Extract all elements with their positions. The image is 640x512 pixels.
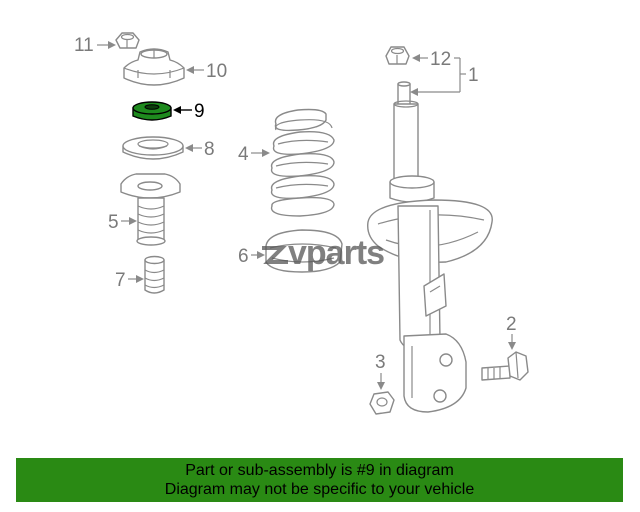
banner-line-1: Part or sub-assembly is #9 in diagram xyxy=(185,462,454,479)
part-4-coil-spring xyxy=(270,108,335,217)
callout-11: 11 xyxy=(74,35,116,56)
svg-text:3: 3 xyxy=(375,352,386,373)
part-3-nut xyxy=(369,391,395,415)
svg-text:5: 5 xyxy=(108,212,119,233)
part-9-bearing-highlighted xyxy=(132,101,172,121)
watermark-logo: vparts xyxy=(262,234,385,272)
svg-text:6: 6 xyxy=(238,246,249,267)
part-7-bumper xyxy=(144,255,165,294)
part-2-bolt xyxy=(481,351,529,381)
part-5-bump-stop xyxy=(120,173,181,246)
svg-text:2: 2 xyxy=(506,314,517,335)
svg-text:11: 11 xyxy=(74,35,94,56)
callout-3: 3 xyxy=(375,352,386,390)
part-1-strut-assembly xyxy=(367,81,493,413)
svg-text:1: 1 xyxy=(468,65,479,86)
callout-12: 12 xyxy=(412,49,451,70)
svg-text:9: 9 xyxy=(194,101,205,122)
callout-5: 5 xyxy=(108,212,137,233)
callout-7: 7 xyxy=(115,270,144,291)
svg-text:10: 10 xyxy=(206,61,227,82)
part-12-strut-nut xyxy=(385,46,410,65)
callout-4: 4 xyxy=(238,144,270,165)
svg-text:8: 8 xyxy=(204,139,215,160)
svg-text:7: 7 xyxy=(115,270,126,291)
part-11-nut xyxy=(115,32,140,49)
part-10-strut-mount xyxy=(123,48,185,86)
callout-2: 2 xyxy=(506,314,517,350)
banner-line-2: Diagram may not be specific to your vehi… xyxy=(164,481,475,498)
callout-9: 9 xyxy=(173,101,205,122)
info-banner: Part or sub-assembly is #9 in diagram Di… xyxy=(16,458,623,502)
part-8-spring-seat xyxy=(122,136,184,160)
callout-10: 10 xyxy=(186,61,227,82)
svg-text:4: 4 xyxy=(238,144,249,165)
callout-1: 1 xyxy=(410,57,479,96)
svg-text:vparts: vparts xyxy=(288,234,384,272)
callout-8: 8 xyxy=(185,139,215,160)
callout-6: 6 xyxy=(238,246,265,267)
svg-text:12: 12 xyxy=(430,49,451,70)
